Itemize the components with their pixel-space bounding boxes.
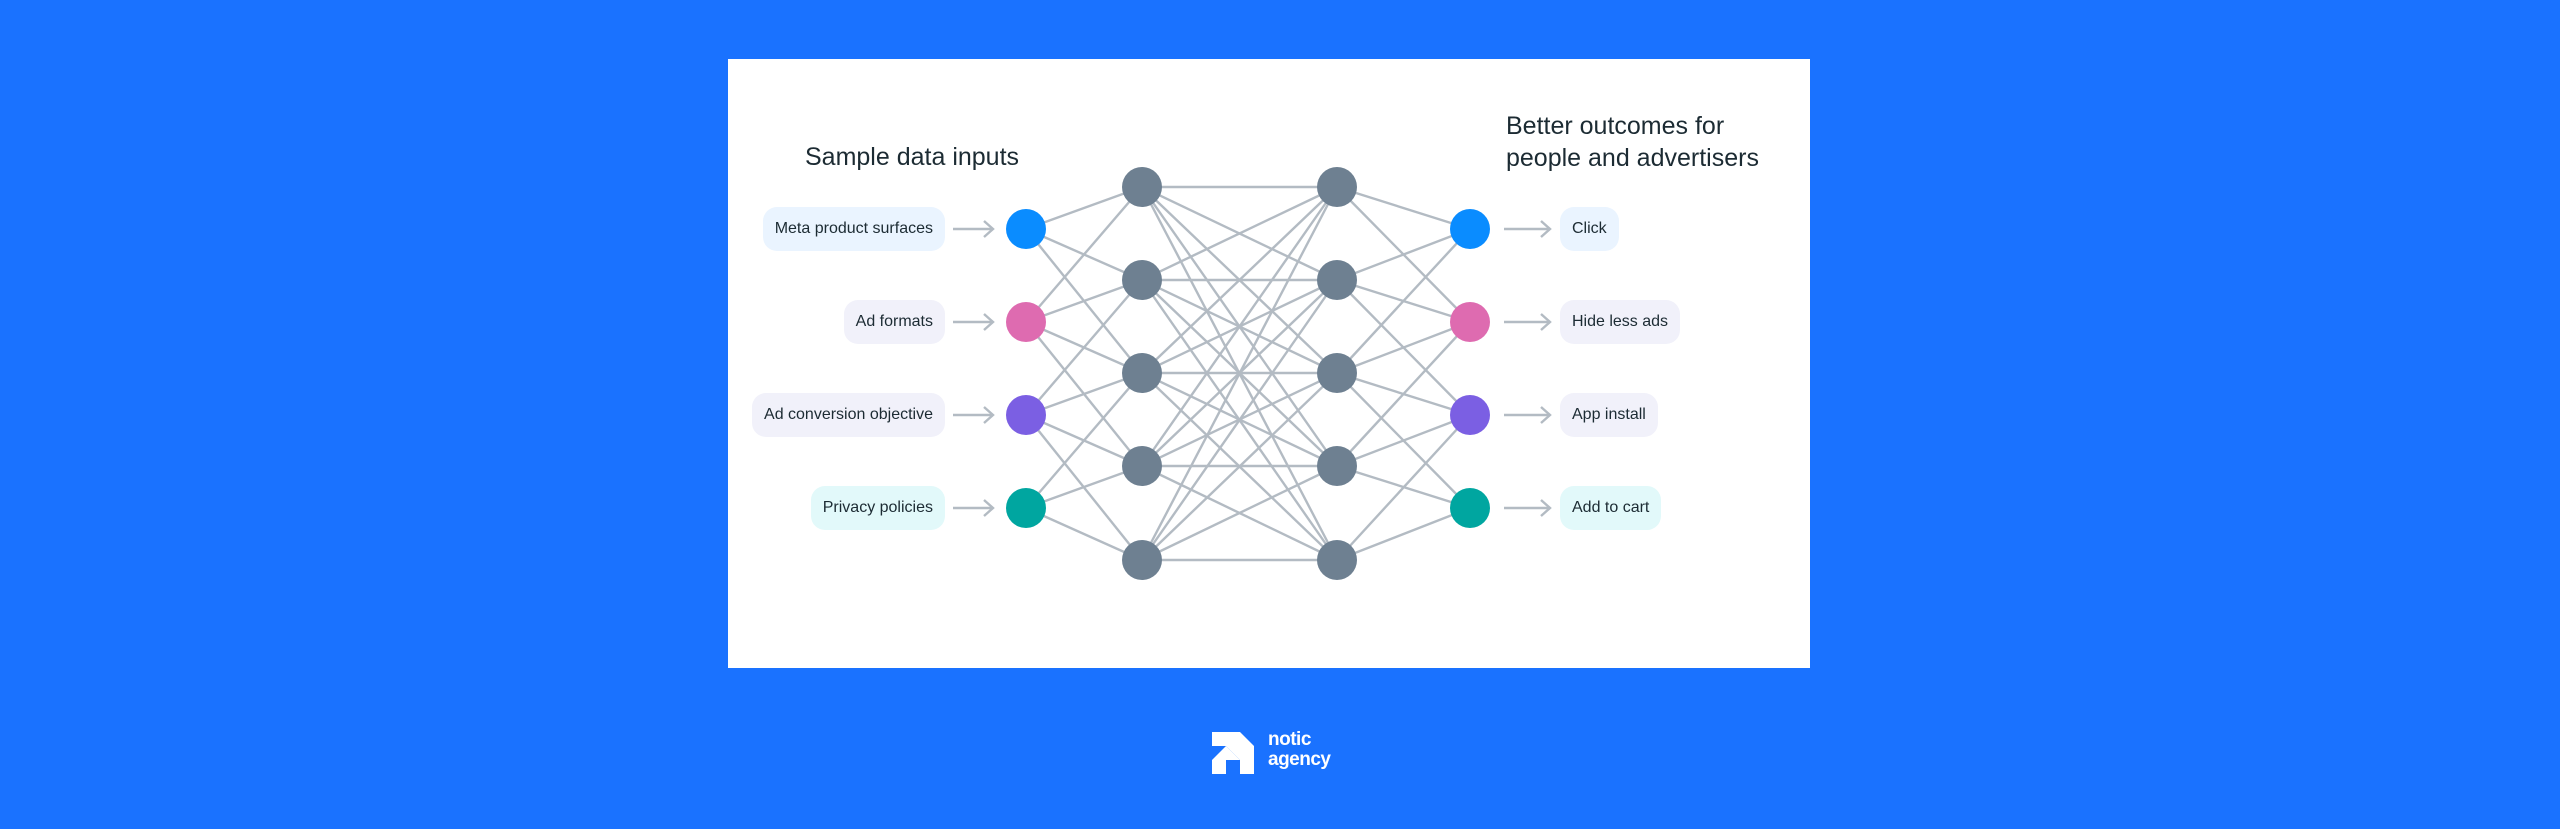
logo-text-line2: agency (1268, 749, 1331, 770)
edge-input-hidden1 (1025, 186, 1143, 323)
edge-hidden1-hidden2 (1141, 464, 1338, 562)
output-node (1450, 488, 1490, 528)
diagram-card (728, 59, 1810, 668)
logo-text-line1: notic (1268, 729, 1311, 750)
notic-logo-mark-icon (1212, 732, 1254, 774)
edge-hidden1-hidden2 (1141, 185, 1338, 282)
edge-input-hidden1 (1025, 372, 1143, 509)
hidden-node-layer2 (1317, 260, 1357, 300)
input-label-ad-conversion-objective: Ad conversion objective (752, 393, 945, 437)
edge-input-hidden1 (1025, 506, 1143, 562)
edge-hidden2-output (1336, 371, 1471, 417)
edge-input-hidden1 (1025, 371, 1143, 417)
input-node (1006, 395, 1046, 435)
edge-input-hidden1 (1025, 278, 1143, 324)
edge-hidden2-output (1336, 372, 1471, 509)
edge-hidden2-output (1336, 279, 1471, 416)
inputs-title: Sample data inputs (805, 143, 1020, 171)
edge-hidden2-output (1336, 506, 1471, 562)
edge-hidden1-hidden2 (1140, 186, 1339, 561)
hidden-node-layer2 (1317, 540, 1357, 580)
edge-hidden2-output (1336, 185, 1471, 231)
hidden-node-layer2 (1317, 167, 1357, 207)
outputs-title-line2: people and advertisers (1506, 144, 1759, 172)
edge-hidden1-hidden2 (1141, 372, 1338, 561)
edge-hidden2-output (1336, 186, 1471, 323)
output-node (1450, 302, 1490, 342)
hidden-node-layer2 (1317, 353, 1357, 393)
output-arrow-icon-head (1540, 406, 1552, 424)
hidden-node-layer1 (1122, 353, 1162, 393)
output-label-hide-less-ads: Hide less ads (1560, 300, 1681, 344)
hidden-node-layer1 (1122, 446, 1162, 486)
edge-input-hidden1 (1025, 464, 1143, 510)
input-node (1006, 209, 1046, 249)
input-label-privacy-policies: Privacy policies (810, 486, 945, 530)
hidden-node-layer1 (1122, 167, 1162, 207)
output-arrow-icon-head (1540, 220, 1552, 238)
input-label-ad-formats: Ad formats (843, 300, 945, 344)
edge-input-hidden1 (1025, 185, 1143, 231)
edge-hidden1-hidden2 (1141, 186, 1338, 467)
outputs-title: Better outcomes for people and advertise… (1506, 110, 1759, 174)
logo-text: notic agency (1268, 729, 1331, 770)
output-label-click: Click (1560, 207, 1619, 251)
output-label-add-to-cart: Add to cart (1560, 486, 1662, 530)
output-arrow-icon-head (1540, 499, 1552, 517)
notic-agency-logo: notic agency (1212, 729, 1352, 776)
hidden-node-layer1 (1122, 540, 1162, 580)
input-arrow-icon-head (983, 313, 995, 331)
input-node (1006, 488, 1046, 528)
output-node (1450, 209, 1490, 249)
input-label-meta-product-surfaces: Meta product surfaces (762, 207, 945, 251)
input-arrow-icon-head (983, 406, 995, 424)
output-arrow-icon-head (1540, 313, 1552, 331)
hidden-node-layer1 (1122, 260, 1162, 300)
edge-input-hidden1 (1025, 279, 1143, 416)
edge-hidden2-output (1336, 278, 1471, 324)
output-node (1450, 395, 1490, 435)
edge-hidden1-hidden2 (1141, 279, 1338, 561)
input-node (1006, 302, 1046, 342)
input-arrow-icon-head (983, 499, 995, 517)
output-label-app-install: App install (1560, 393, 1658, 437)
input-arrow-icon-head (983, 220, 995, 238)
edge-hidden1-hidden2 (1141, 186, 1338, 374)
outputs-title-line1: Better outcomes for (1506, 112, 1725, 140)
hidden-node-layer2 (1317, 446, 1357, 486)
edge-hidden2-output (1336, 464, 1471, 510)
